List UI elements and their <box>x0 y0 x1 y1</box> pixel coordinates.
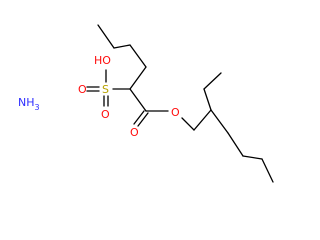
bond-branch-butyl-1 <box>210 109 229 134</box>
sulfonic-oh-label: HO <box>94 54 111 67</box>
bond-branch-butyl-2 <box>227 132 244 157</box>
bond-chain-3 <box>129 44 147 68</box>
bond-chain-2 <box>113 44 131 49</box>
ester-oxygen-label: O <box>171 106 180 119</box>
structure-svg: NH3 HO S O O O O <box>18 24 274 183</box>
bond-oester-ch2 <box>181 117 195 131</box>
bond-branch-ethyl-1 <box>203 88 212 111</box>
sulfonyl-oxygen-lower-label: O <box>101 108 110 121</box>
ammonia-label: NH3 <box>18 96 40 112</box>
bond-branch-ethyl-2 <box>203 72 222 90</box>
carbonyl-oxygen-label: O <box>130 126 139 139</box>
bond-chain-4 <box>129 66 147 90</box>
bond-calpha-ccarbonyl <box>129 88 147 112</box>
sulfonyl-oxygen-left-label: O <box>78 83 87 96</box>
bond-branch-butyl-4 <box>261 158 274 183</box>
bond-chain-1 <box>97 24 115 49</box>
sulfur-label: S <box>102 83 109 96</box>
bond-branch-butyl-3 <box>242 155 263 160</box>
structure-canvas: NH3 HO S O O O O <box>18 24 274 183</box>
bond-ch2-branch <box>193 109 212 131</box>
bond-carbonyl-a <box>133 110 145 125</box>
bond-carbonyl-b <box>137 112 149 127</box>
